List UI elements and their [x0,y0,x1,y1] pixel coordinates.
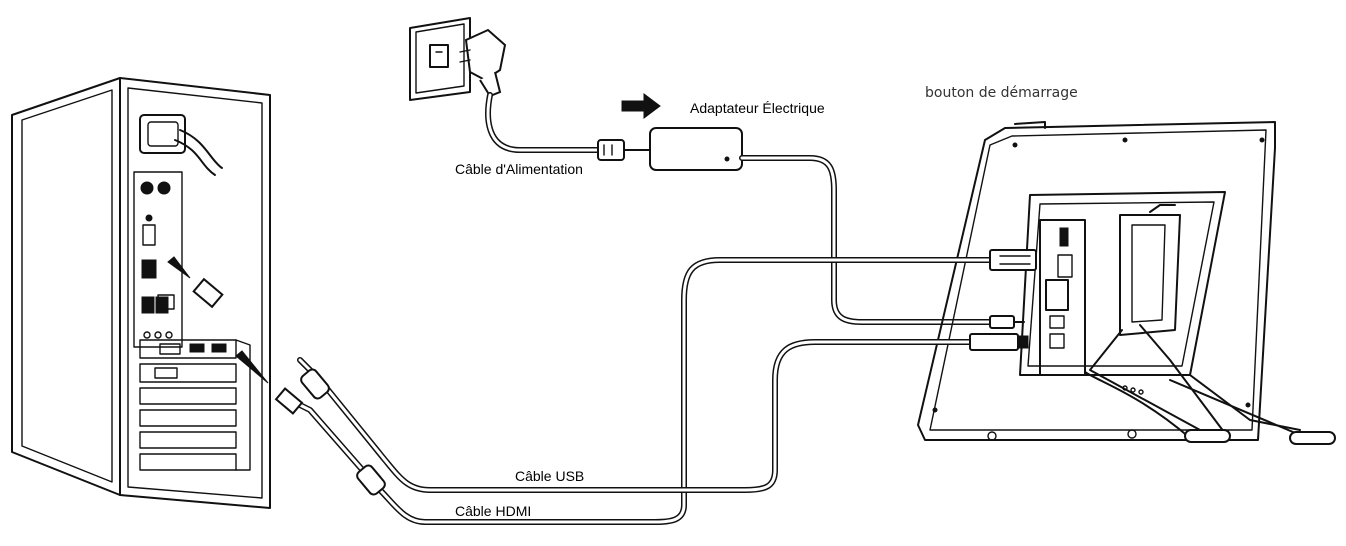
hdmi-cable-label: Câble HDMI [455,503,531,519]
power-cable-label: Câble d'Alimentation [455,161,583,177]
arrow-right-icon [621,93,661,119]
usb-cable-label: Câble USB [515,468,584,484]
wall-outlet-icon [409,17,471,101]
computer-tower [11,77,271,509]
power-adapter-label: Adaptateur Électrique [690,100,825,116]
power-plug-icon [459,28,507,98]
display-monitor [917,121,1336,445]
power-button-label: bouton de démarrage [925,85,1078,101]
power-adapter [649,127,743,171]
